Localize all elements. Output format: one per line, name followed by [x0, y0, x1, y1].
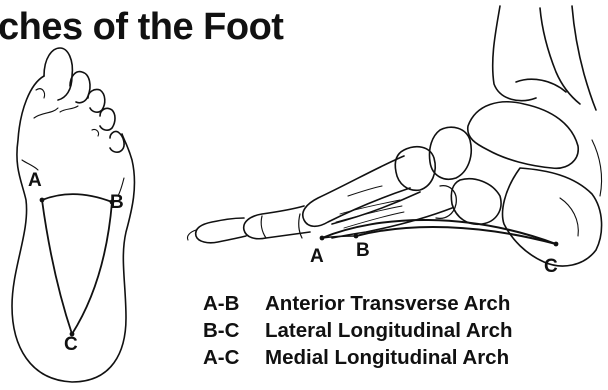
side-label-a: A — [310, 246, 324, 267]
navicular-bone — [429, 127, 471, 179]
tibia-bone — [572, 6, 596, 110]
legend-code: A-C — [203, 344, 265, 371]
legend-text: Medial Longitudinal Arch — [265, 346, 509, 369]
legend-code: B-C — [203, 317, 265, 344]
talus-bone — [468, 102, 578, 168]
metatarsal-1 — [303, 156, 410, 226]
side-label-c: C — [544, 256, 558, 277]
side-arch-lateral — [356, 227, 556, 244]
side-point-a — [320, 236, 325, 241]
side-label-b: B — [356, 240, 370, 261]
legend-text: Anterior Transverse Arch — [265, 292, 510, 315]
side-point-c — [554, 242, 559, 247]
cuboid-bone — [451, 179, 501, 225]
legend-text: Lateral Longitudinal Arch — [265, 319, 513, 342]
metatarsal-5 — [332, 208, 452, 238]
side-point-b — [354, 234, 359, 239]
legend-code: A-B — [203, 290, 265, 317]
calcaneus-bone — [503, 168, 602, 266]
